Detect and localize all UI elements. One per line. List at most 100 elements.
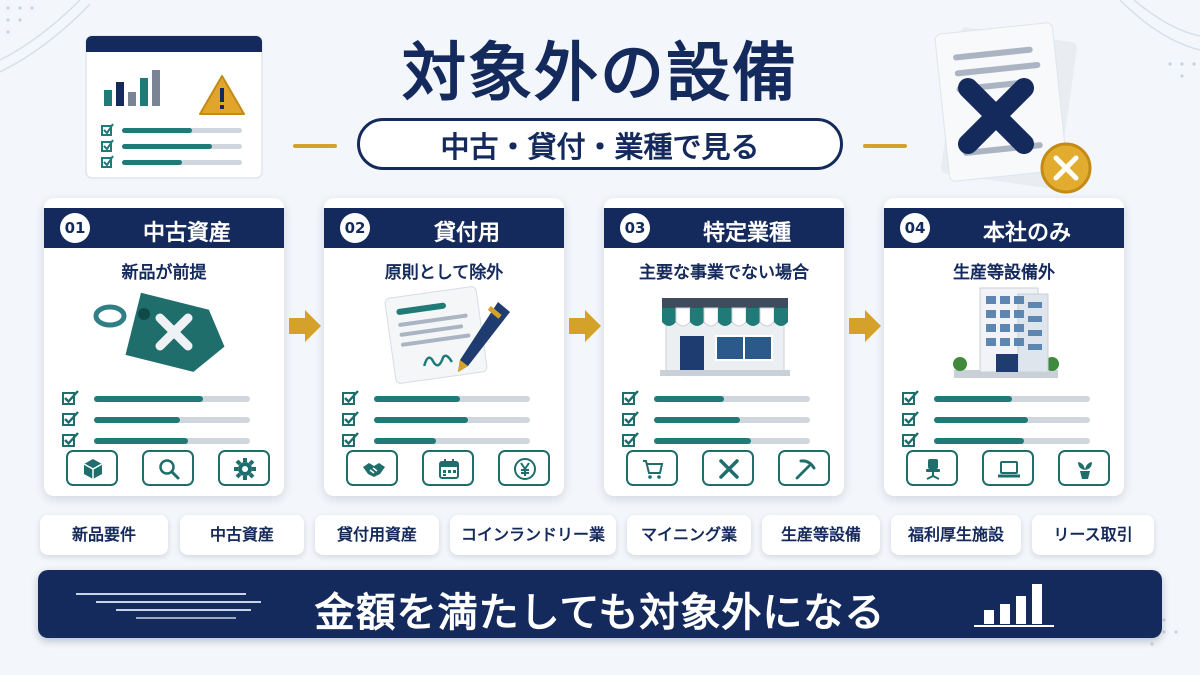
tag: 中古資産 bbox=[180, 515, 304, 555]
progress-bar-fill bbox=[374, 417, 468, 423]
bar-chart-icon bbox=[974, 584, 1054, 627]
check-list-item bbox=[62, 409, 272, 430]
progress-bar-fill bbox=[934, 438, 1025, 444]
progress-bar-fill bbox=[374, 396, 460, 402]
progress-bar bbox=[654, 417, 810, 423]
tag: 福利厚生施設 bbox=[891, 515, 1021, 555]
checkbox-checked-icon bbox=[622, 390, 639, 405]
check-list bbox=[902, 388, 1112, 451]
progress-bar bbox=[934, 396, 1090, 402]
card-lending-assets: 02 貸付用 原則として除外 bbox=[324, 198, 564, 496]
progress-bar bbox=[374, 396, 530, 402]
bottom-banner: 金額を満たしても対象外になる bbox=[38, 570, 1162, 638]
arrow-right-icon bbox=[289, 310, 321, 342]
contract-pen-icon bbox=[384, 286, 510, 384]
check-list-item bbox=[342, 430, 552, 451]
tag: リース取引 bbox=[1032, 515, 1154, 555]
card-title: 中古資産 bbox=[142, 221, 231, 246]
tag-x-icon bbox=[93, 292, 225, 372]
checkbox-checked-icon bbox=[62, 390, 79, 405]
dashboard-warning-illustration bbox=[85, 35, 263, 179]
progress-bar-fill bbox=[654, 396, 725, 402]
check-list-item bbox=[342, 388, 552, 409]
card-headquarters-only: 04 本社のみ 生産等設備外 bbox=[884, 198, 1124, 496]
progress-bar-fill bbox=[94, 417, 180, 423]
checkbox-checked-icon bbox=[342, 390, 359, 405]
icon-row bbox=[342, 450, 552, 488]
subtitle-row: 中古・貸付・業種で見る bbox=[0, 118, 1200, 174]
yen-coin-icon bbox=[498, 450, 550, 486]
card-number: 03 bbox=[620, 213, 650, 243]
speed-lines-icon bbox=[76, 593, 261, 619]
checkbox-checked-icon bbox=[622, 432, 639, 447]
check-list-item bbox=[62, 388, 272, 409]
progress-bar-fill bbox=[94, 396, 204, 402]
card-title: 特定業種 bbox=[702, 221, 791, 246]
card-header: 01 中古資産 bbox=[44, 208, 284, 248]
arrow-right-icon bbox=[569, 310, 601, 342]
subtitle-right-line bbox=[863, 144, 907, 148]
card-description: 新品が前提 bbox=[121, 263, 207, 283]
magnifier-icon bbox=[142, 450, 194, 486]
checkbox-checked-icon bbox=[902, 432, 919, 447]
progress-bar bbox=[654, 438, 810, 444]
check-list-item bbox=[902, 388, 1112, 409]
box-icon bbox=[66, 450, 118, 486]
office-chair-icon bbox=[906, 450, 958, 486]
check-list bbox=[342, 388, 552, 451]
background-dots-top-right bbox=[1119, 0, 1200, 78]
check-list-item bbox=[902, 430, 1112, 451]
tag: コインランドリー業 bbox=[450, 515, 616, 555]
icon-row bbox=[902, 450, 1112, 488]
plant-icon bbox=[1058, 450, 1110, 486]
tag: 生産等設備 bbox=[762, 515, 880, 555]
progress-bar-fill bbox=[934, 396, 1012, 402]
pickaxe-icon bbox=[778, 450, 830, 486]
handshake-icon bbox=[346, 450, 398, 486]
arrow-right-icon bbox=[849, 310, 881, 342]
card-used-assets: 01 中古資産 新品が前提 bbox=[44, 198, 284, 496]
icon-row bbox=[62, 450, 272, 488]
progress-bar bbox=[374, 438, 530, 444]
check-list-item bbox=[622, 388, 832, 409]
gear-icon bbox=[218, 450, 270, 486]
tools-icon bbox=[702, 450, 754, 486]
rejected-document-illustration bbox=[934, 22, 1092, 194]
tag: マイニング業 bbox=[627, 515, 751, 555]
check-list bbox=[622, 388, 832, 451]
checkbox-checked-icon bbox=[622, 411, 639, 426]
checkbox-checked-icon bbox=[62, 411, 79, 426]
calendar-icon bbox=[422, 450, 474, 486]
card-description: 生産等設備外 bbox=[953, 263, 1055, 283]
card-description: 主要な事業でない場合 bbox=[639, 263, 809, 283]
office-building-icon bbox=[953, 287, 1059, 378]
check-list bbox=[62, 388, 272, 451]
checkbox-checked-icon bbox=[902, 411, 919, 426]
checkbox-checked-icon bbox=[62, 432, 79, 447]
page-subtitle: 中古・貸付・業種で見る bbox=[357, 118, 843, 170]
card-title: 本社のみ bbox=[982, 221, 1071, 246]
card-specific-industries: 03 特定業種 主要な事業でない場合 bbox=[604, 198, 844, 496]
icon-row bbox=[622, 450, 832, 488]
tag: 貸付用資産 bbox=[315, 515, 439, 555]
card-number: 02 bbox=[340, 213, 370, 243]
progress-bar-fill bbox=[934, 417, 1028, 423]
check-list-item bbox=[622, 409, 832, 430]
checkbox-checked-icon bbox=[342, 432, 359, 447]
card-header: 04 本社のみ bbox=[884, 208, 1124, 248]
card-number: 04 bbox=[900, 213, 930, 243]
check-list-item bbox=[342, 409, 552, 430]
progress-bar bbox=[94, 396, 250, 402]
page-title: 対象外の設備 bbox=[402, 37, 798, 111]
check-list-item bbox=[62, 430, 272, 451]
progress-bar-fill bbox=[654, 417, 740, 423]
background-dots-top-left bbox=[0, 0, 90, 73]
progress-bar bbox=[94, 438, 250, 444]
checkbox-checked-icon bbox=[902, 390, 919, 405]
progress-bar bbox=[94, 417, 250, 423]
card-title: 貸付用 bbox=[433, 221, 500, 246]
progress-bar bbox=[654, 396, 810, 402]
progress-bar-fill bbox=[654, 438, 751, 444]
tag: 新品要件 bbox=[40, 515, 168, 555]
progress-bar-fill bbox=[374, 438, 437, 444]
